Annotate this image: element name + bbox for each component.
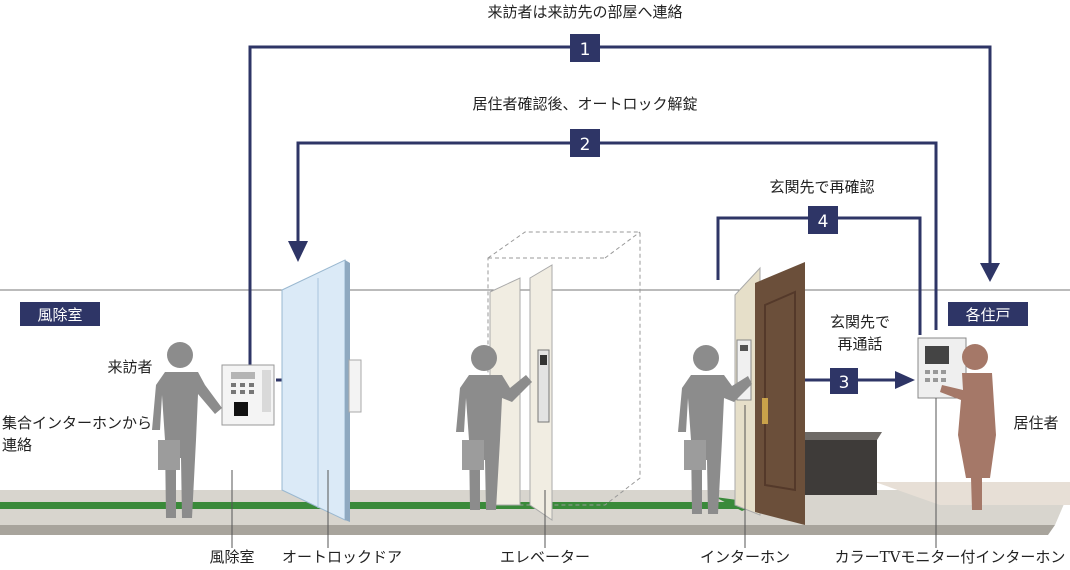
route-2-line [296,141,938,330]
step-3-text-line-2: 再通話 [837,335,882,353]
entrance-door [755,262,805,525]
zone-label-left [20,302,100,326]
route-2-arrowhead [288,241,308,262]
label-contact-line-1: 集合インターホンから [2,414,152,432]
step-2-box [570,129,600,157]
door-sensor [348,359,362,413]
entrance-door-panel [764,290,796,492]
step-2-text: 居住者確認後、オートロック解錠 [472,95,697,113]
zone-label-right [948,302,1028,326]
route-3-arrowhead [895,371,915,389]
step-1-number: 1 [580,40,591,60]
elevator-visitor-figure [456,345,532,510]
door-handle [762,398,768,424]
shoe-cabinet [805,440,877,495]
tv-monitor-buttons [925,370,946,382]
step-4-text: 玄関先で再確認 [769,178,874,196]
auto-lock-door-glass [281,259,346,521]
bottom-label-elevator: エレベーター [500,548,590,566]
bottom-label-intercom: インターホン [700,548,790,566]
door-intercom-speaker [740,345,748,351]
step-3-text-line-1: 玄関先で [830,313,890,331]
bottom-label-auto-lock-door: オートロックドア [282,548,402,566]
zone-label-left-text: 風除室 [37,306,82,324]
label-visitor: 来訪者 [107,358,152,376]
route-1-line [248,45,992,365]
intercom-side-plate [262,370,271,412]
resident-figure [940,344,996,510]
visitor-bag [158,440,180,470]
tv-monitor-screen [925,346,949,364]
step-3-number: 3 [839,373,850,393]
bottom-label-vestibule: 風除室 [209,548,254,566]
label-resident: 居住者 [1013,414,1058,432]
step-3-box [830,368,858,394]
visitor-figure [152,342,222,518]
step-4-box [808,206,838,234]
label-contact-line-2: 連絡 [2,436,32,454]
step-2-number: 2 [580,135,591,155]
auto-lock-door-frame [345,260,350,522]
elevator-control-panel [537,349,550,423]
zone-label-right-text: 各住戸 [965,306,1010,324]
elevator-visitor-bag [462,440,484,470]
intercom-display [231,372,255,379]
shoe-cabinet-top [805,432,882,440]
floor-edge [0,525,1055,535]
intercom-keypad [231,383,254,394]
door-visitor-bag [684,440,706,470]
step-1-box [570,34,600,62]
step-4-number: 4 [818,212,829,232]
green-path [0,502,745,509]
door-visitor-figure [678,345,752,514]
bottom-label-tv-intercom: カラーTVモニター付インターホン [835,548,1066,566]
step-1-text: 来訪者は来訪先の部屋へ連絡 [487,3,682,21]
route-1-arrowhead [980,263,1000,282]
elevator-display [540,355,547,365]
card-reader [234,402,248,416]
